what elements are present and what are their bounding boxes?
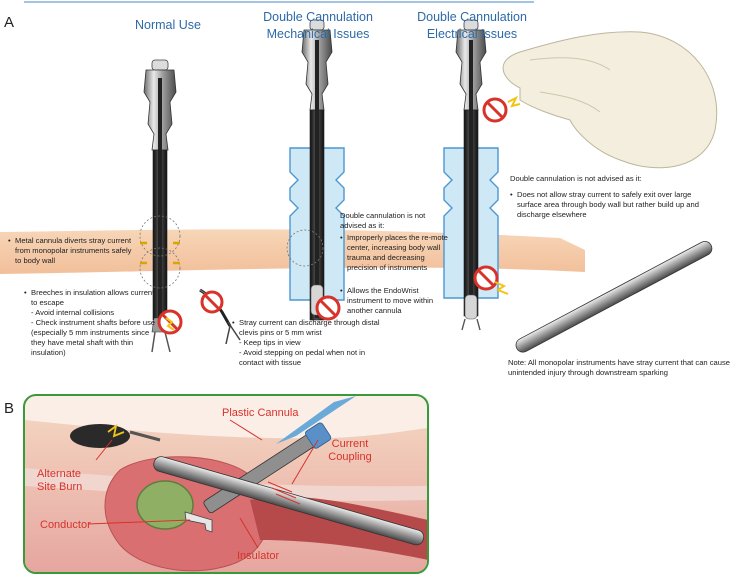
note-breeches: Breeches in insulation allows current to… [24,288,156,358]
heading-mechanical: Double Cannulation Mechanical Issues [263,10,373,41]
label-alternate-site-burn: Alternate Site Burn [37,468,83,493]
label-insulator: Insulator [237,550,280,562]
instrument-electrical [443,19,499,331]
note-stray-current: Stray current can discharge through dist… [232,318,380,368]
metal-instrument-tube [515,241,713,353]
no-symbol-normal-tip [157,309,183,335]
note-electrical-title: Double cannulation is not advised as it: [510,174,642,183]
panel-label-a: A [4,14,15,31]
note-electrical-point1: Does not allow stray current to safely e… [510,190,715,220]
no-symbol-hand [482,95,521,123]
instrument-mechanical [286,19,345,321]
heading-electrical: Double Cannulation Electrical Issues [417,10,527,41]
note-mechanical-point1: Improperly places the re-mote center, in… [340,233,452,273]
no-symbol-wrist [200,290,224,314]
note-mechanical-point2: Allows the EndoWrist instrument to move … [340,286,452,316]
footnote: Note: All monopolar instruments have str… [508,358,731,377]
panel-label-b: B [4,400,15,417]
no-symbol-electrical-tissue [473,265,509,295]
no-symbol-mechanical [315,295,341,321]
note-metal-cannula: Metal cannula diverts stray current from… [8,236,136,266]
panel-b-illustration [23,394,429,574]
label-plastic-cannula: Plastic Cannula [222,407,299,419]
label-current-coupling: Current Coupling [328,438,372,463]
gloved-hand [502,31,718,169]
note-mechanical-title: Double cannulation is not advised as it: [340,211,426,230]
heading-normal-use: Normal Use [135,18,201,32]
label-conductor: Conductor [40,519,91,531]
